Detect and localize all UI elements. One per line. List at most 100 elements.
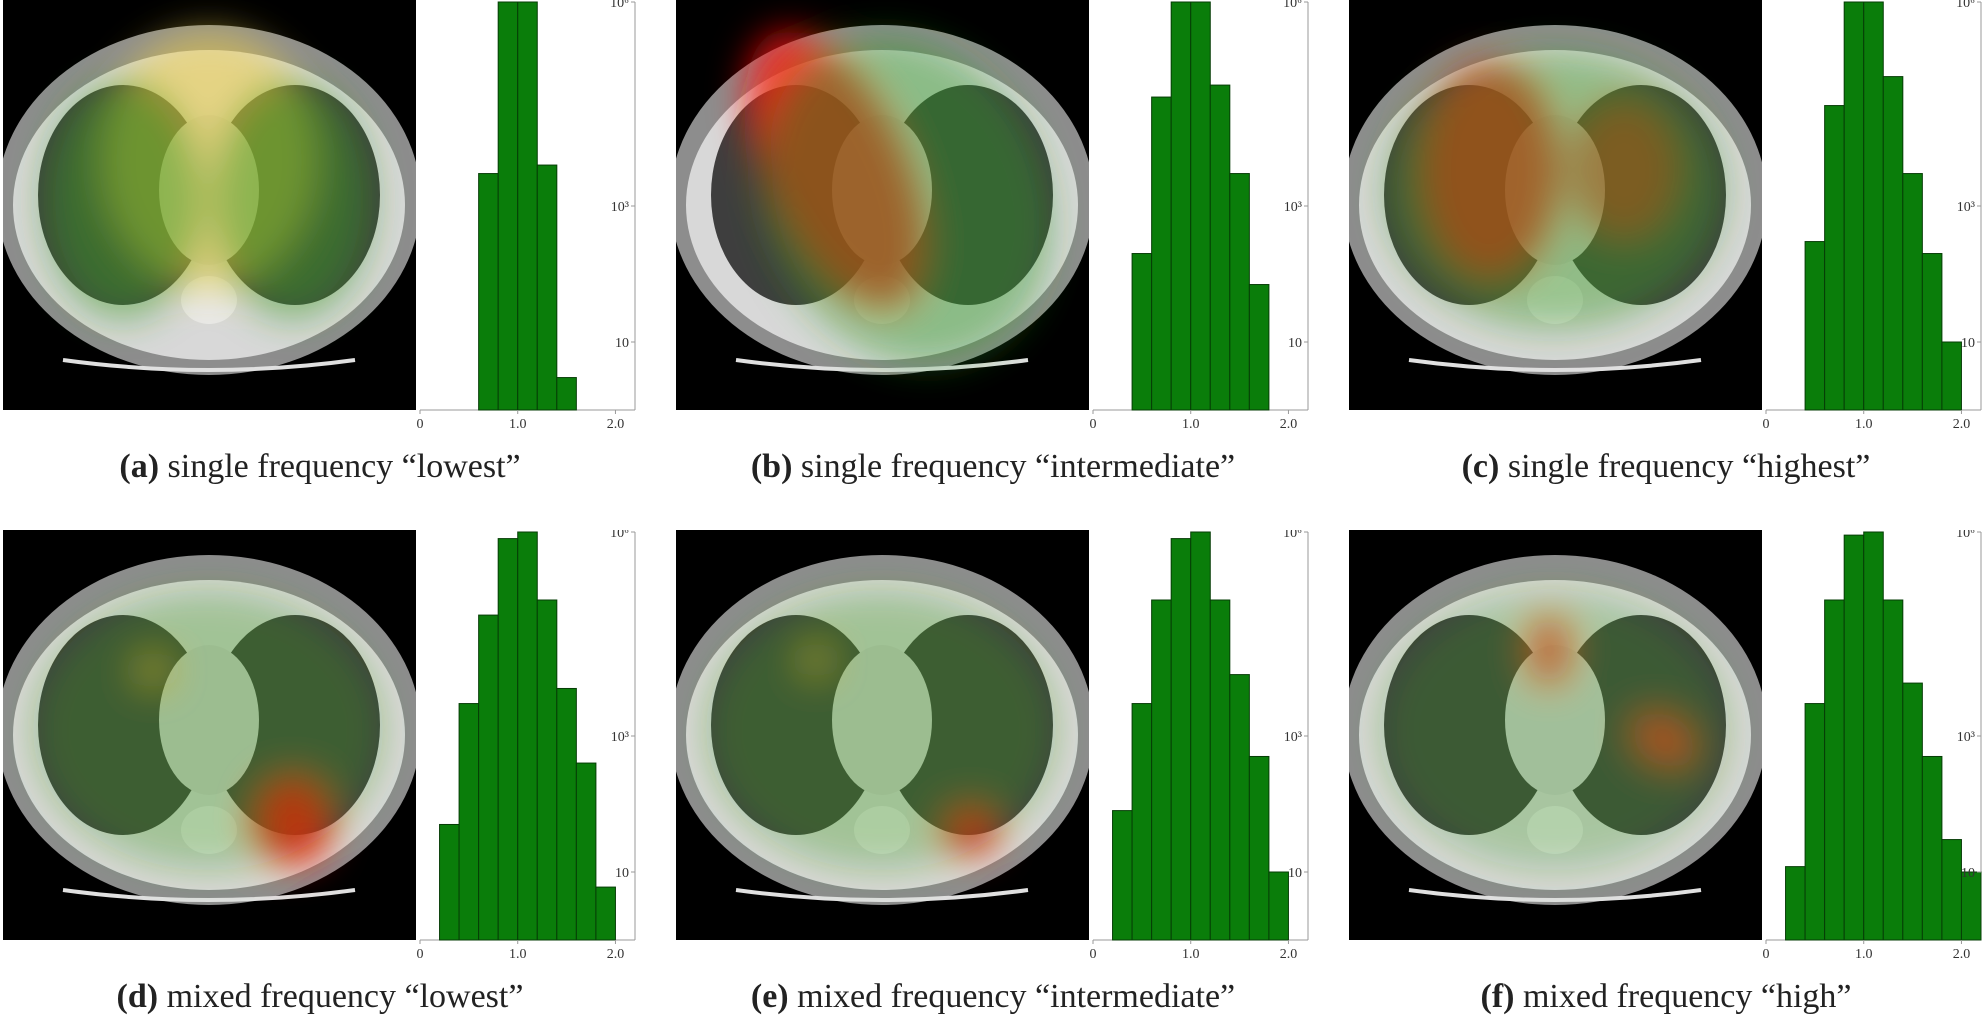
- x-tick-label: 1.0: [1855, 417, 1873, 430]
- histogram-bar: [1112, 810, 1133, 941]
- histogram-bar: [1863, 1, 1884, 411]
- histogram-bar: [1843, 534, 1865, 941]
- x-tick-label: 2.0: [1953, 947, 1971, 960]
- histogram-bar: [1960, 871, 1982, 941]
- y-tick-label: 10³: [1957, 200, 1975, 215]
- histogram: 0 1.0 2.0 10 10³ 10⁶: [417, 0, 636, 430]
- x-tick-label: 2.0: [1280, 417, 1298, 430]
- x-tick-label: 2.0: [607, 947, 625, 960]
- y-tick-label: 10: [1961, 336, 1975, 351]
- y-tick-label: 10³: [1284, 730, 1302, 745]
- x-tick-label: 1.0: [1182, 947, 1200, 960]
- x-tick-label: 2.0: [1280, 947, 1298, 960]
- histogram-bar: [556, 377, 577, 411]
- histogram: 0 1.0 2.0 10 10³ 10⁶: [417, 530, 636, 960]
- caption: (b) single frequency “intermediate”: [750, 448, 1236, 485]
- ct-image: [1349, 530, 1762, 940]
- histogram-bar: [1804, 703, 1826, 941]
- histogram-bar: [1170, 538, 1192, 941]
- histogram-bar: [517, 531, 538, 941]
- x-tick-label: 1.0: [509, 417, 527, 430]
- histogram-bar: [1863, 531, 1884, 941]
- caption: (f) mixed frequency “high”: [1480, 978, 1852, 1015]
- histogram: 0 1.0 2.0 10 10³ 10⁶: [1763, 0, 1982, 430]
- histogram-bar: [1268, 871, 1289, 941]
- panel-a: 0 1.0 2.0 10 10³ 10⁶ (a) single frequency “lo…: [0, 0, 640, 505]
- histogram-bar: [1248, 755, 1270, 941]
- y-tick-label: 10³: [611, 200, 629, 215]
- histogram-bar: [1170, 1, 1192, 411]
- panel-d: 0 1.0 2.0 10 10³ 10⁶ (d) mixed frequency “low…: [0, 530, 640, 1035]
- ct-image: [3, 0, 416, 410]
- ct-image: [1349, 0, 1762, 410]
- x-tick-label: 0: [417, 417, 424, 430]
- y-tick-label: 10: [1961, 866, 1975, 881]
- histogram-bar: [458, 703, 480, 941]
- histogram-bar: [497, 538, 519, 941]
- histogram-bar: [1151, 96, 1172, 411]
- x-tick-label: 2.0: [1953, 417, 1971, 430]
- caption: (c) single frequency “highest”: [1461, 448, 1871, 485]
- caption: (e) mixed frequency “intermediate”: [750, 978, 1236, 1015]
- histogram-bar: [1151, 599, 1172, 941]
- y-tick-label: 10: [1288, 866, 1302, 881]
- histogram-bar: [1209, 84, 1231, 411]
- histogram-bar: [536, 599, 558, 941]
- histogram-bar: [1941, 341, 1962, 411]
- y-tick-label: 10⁶: [610, 0, 629, 11]
- histogram-bar: [1882, 76, 1904, 411]
- histogram-bar: [595, 886, 616, 941]
- histogram-bar: [439, 823, 460, 941]
- histogram-bar: [1902, 173, 1923, 411]
- histogram-bar: [1229, 173, 1250, 411]
- histogram-bar: [1941, 839, 1962, 941]
- histogram-bar: [1804, 241, 1826, 411]
- ct-image: [3, 530, 416, 940]
- x-tick-label: 1.0: [509, 947, 527, 960]
- x-tick-label: 0: [417, 947, 424, 960]
- y-tick-label: 10³: [1284, 200, 1302, 215]
- histogram-bar: [1921, 253, 1943, 411]
- histogram-bar: [1190, 1, 1211, 411]
- histogram-bar: [517, 1, 538, 411]
- y-tick-label: 10⁶: [1956, 530, 1975, 541]
- y-tick-label: 10⁶: [1283, 0, 1302, 11]
- histogram-bar: [1824, 599, 1845, 941]
- y-tick-label: 10⁶: [1283, 530, 1302, 541]
- y-tick-label: 10³: [611, 730, 629, 745]
- y-tick-label: 10: [615, 336, 629, 351]
- histogram-bar: [556, 687, 577, 941]
- histogram-bar: [1229, 674, 1250, 941]
- x-tick-label: 2.0: [607, 417, 625, 430]
- y-tick-label: 10: [1288, 336, 1302, 351]
- histogram-bar: [1785, 866, 1806, 941]
- x-tick-label: 0: [1090, 417, 1097, 430]
- histogram-bar: [1843, 1, 1865, 411]
- y-tick-label: 10⁶: [610, 530, 629, 541]
- histogram-bar: [1190, 531, 1211, 941]
- caption: (d) mixed frequency “lowest”: [116, 978, 524, 1015]
- caption: (a) single frequency “lowest”: [119, 448, 521, 485]
- y-tick-label: 10: [615, 866, 629, 881]
- histogram-bar: [1882, 599, 1904, 941]
- y-tick-label: 10⁶: [1956, 0, 1975, 11]
- histogram-bar: [575, 762, 597, 941]
- ct-image: [676, 0, 1089, 410]
- histogram-bar: [1248, 284, 1270, 411]
- histogram-bar: [536, 164, 558, 411]
- histogram-bar: [1824, 105, 1845, 411]
- histogram-bar: [497, 1, 519, 411]
- x-tick-label: 0: [1763, 947, 1770, 960]
- histogram-bar: [1131, 703, 1153, 941]
- x-tick-label: 0: [1763, 417, 1770, 430]
- ct-image: [676, 530, 1089, 940]
- histogram-bar: [1209, 599, 1231, 941]
- histogram-bar: [478, 614, 499, 941]
- y-tick-label: 10³: [1957, 730, 1975, 745]
